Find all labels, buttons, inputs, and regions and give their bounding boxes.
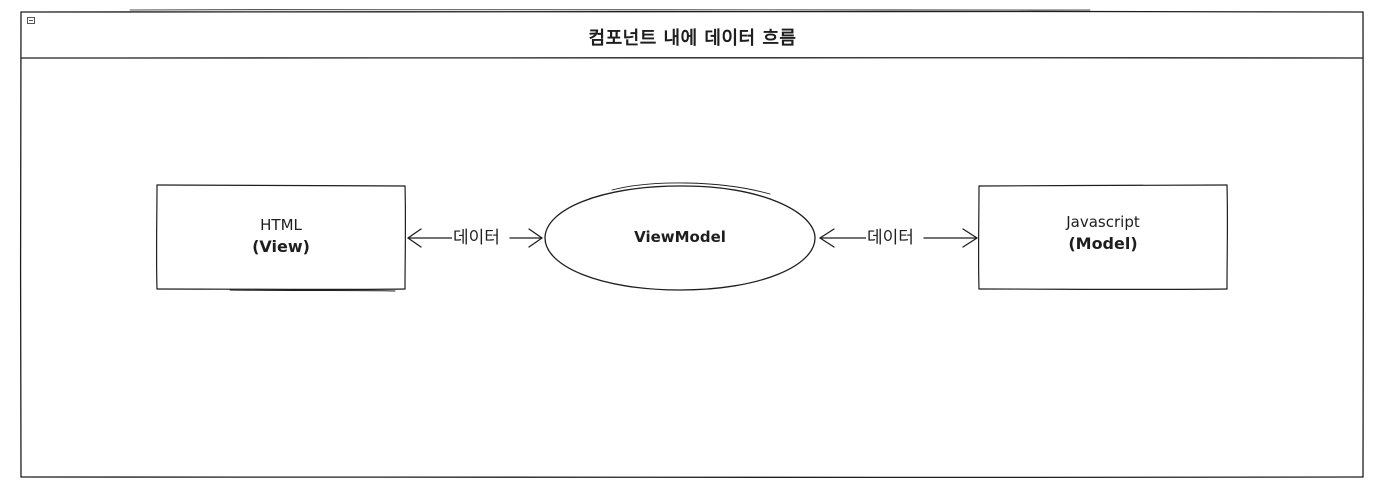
edge-view-viewmodel	[407, 228, 543, 248]
edge-viewmodel-model	[819, 228, 978, 248]
viewmodel-ellipse	[544, 182, 816, 291]
panel-title: 컴포넌트 내에 데이터 흐름	[588, 28, 797, 49]
model-node-name: Javascript	[1066, 213, 1140, 231]
view-node-name: HTML	[260, 216, 302, 234]
view-node-role: (View)	[252, 237, 310, 256]
arrowhead-right	[528, 228, 543, 248]
model-node-text: Javascript (Model)	[979, 211, 1227, 255]
arrowhead-left	[819, 228, 835, 248]
view-box	[155, 184, 407, 292]
view-node-text: HTML (View)	[157, 214, 405, 258]
model-node-role: (Model)	[1068, 234, 1138, 253]
arrowhead-left	[407, 228, 422, 248]
panel-border	[19, 8, 1365, 479]
arrowhead-right	[962, 228, 978, 248]
model-box	[977, 184, 1229, 291]
edge-label-view-viewmodel: 데이터	[452, 228, 501, 248]
viewmodel-node-name: ViewModel	[634, 228, 726, 246]
edge-label-viewmodel-model: 데이터	[866, 228, 915, 248]
collapse-toggle-icon[interactable]	[27, 17, 35, 24]
